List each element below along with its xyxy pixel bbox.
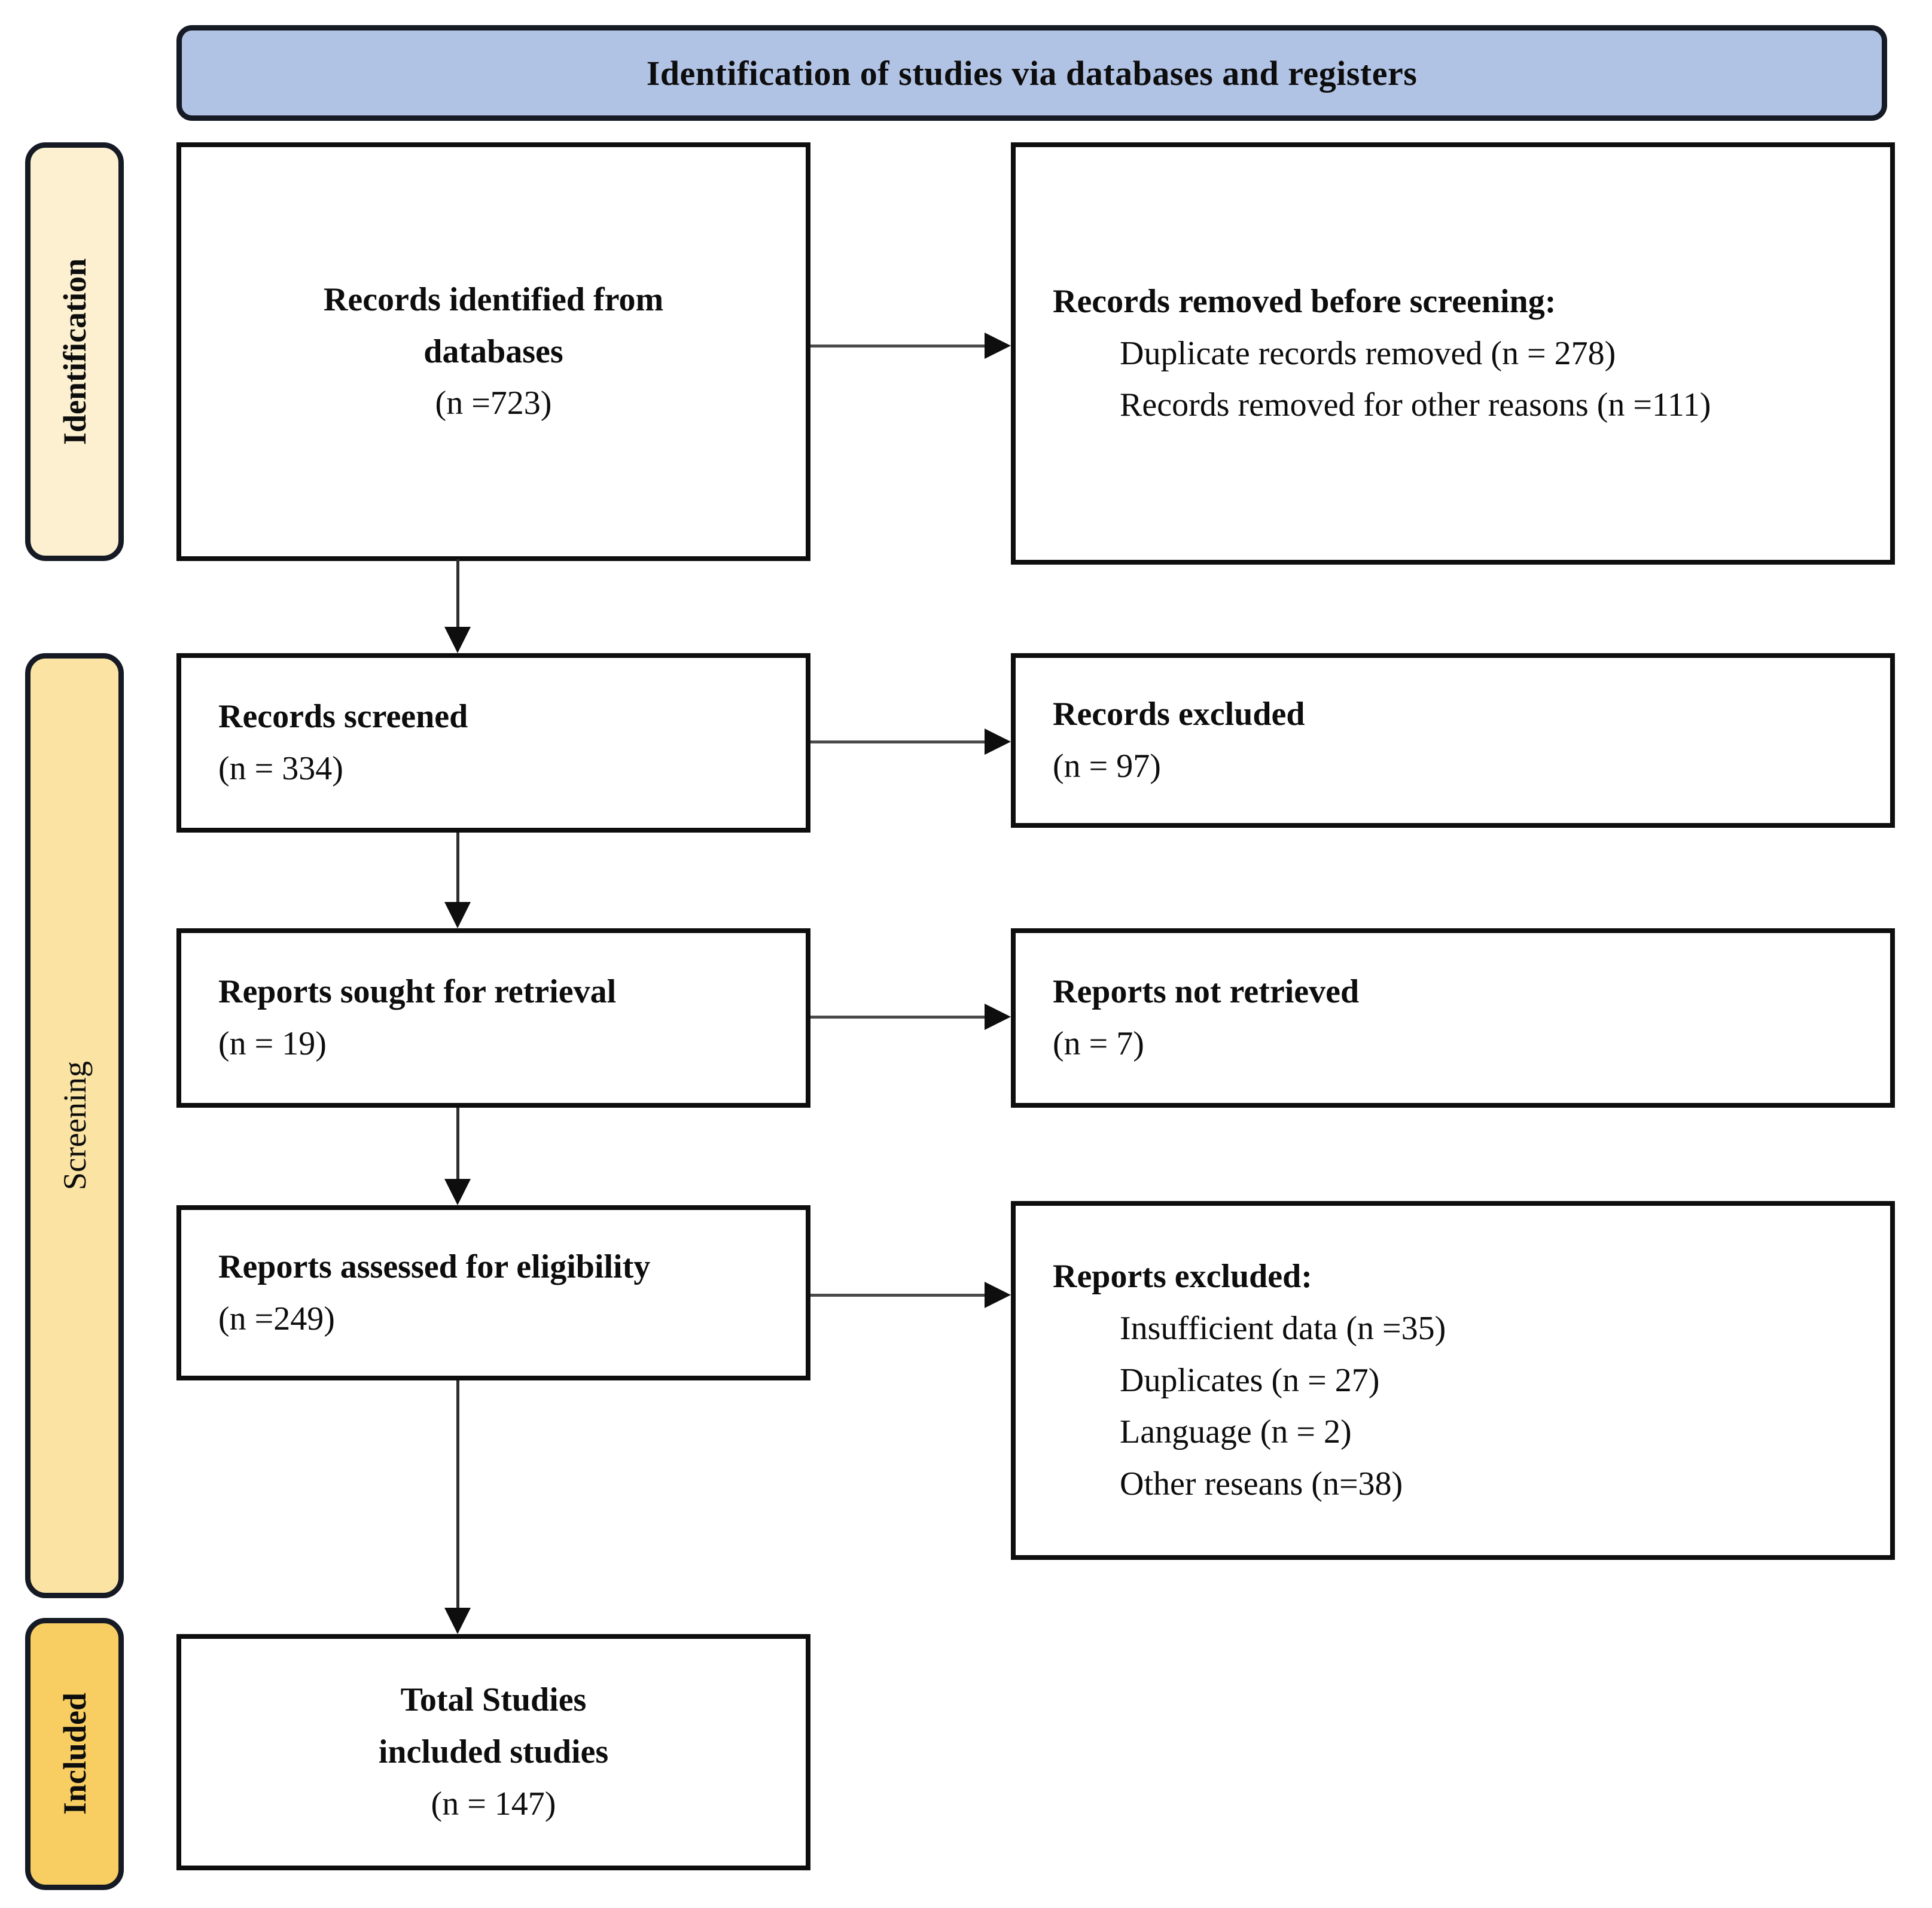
- arrow-sought-to-notretrieved: [810, 1004, 1011, 1030]
- box-total-included-count: (n = 147): [431, 1785, 556, 1822]
- box-reports-assessed: Reports assessed for eligibility (n =249…: [176, 1205, 810, 1380]
- box-total-included: Total Studies included studies (n = 147): [176, 1634, 810, 1870]
- box-records-excluded: Records excluded (n = 97): [1011, 653, 1895, 828]
- box-records-screened: Records screened (n = 334): [176, 653, 810, 833]
- box-reports-sought-title: Reports sought for retrieval: [218, 973, 617, 1011]
- box-records-identified-count: (n =723): [435, 385, 552, 422]
- arrow-identified-to-removed: [810, 333, 1011, 359]
- stage-label-included-text: Included: [56, 1693, 93, 1815]
- stage-label-identification: Identification: [25, 142, 124, 561]
- stage-label-screening: Screening: [25, 653, 124, 1598]
- arrow-assessed-to-included: [444, 1380, 471, 1634]
- box-reports-not-retrieved: Reports not retrieved (n = 7): [1011, 928, 1895, 1108]
- box-records-removed: Records removed before screening: Duplic…: [1011, 142, 1895, 565]
- box-records-identified: Records identified from databases (n =72…: [176, 142, 810, 561]
- box-reports-not-retrieved-count: (n = 7): [1053, 1025, 1144, 1062]
- arrow-screened-to-sought: [444, 833, 471, 928]
- box-records-excluded-count: (n = 97): [1053, 748, 1161, 785]
- arrow-sought-to-assessed: [444, 1108, 471, 1205]
- header-banner: Identification of studies via databases …: [176, 25, 1887, 121]
- box-reports-not-retrieved-title: Reports not retrieved: [1053, 973, 1360, 1011]
- box-reports-excluded-item: Duplicates (n = 27): [1120, 1361, 1380, 1399]
- box-reports-excluded-item: Language (n = 2): [1120, 1413, 1352, 1451]
- box-records-excluded-title: Records excluded: [1053, 696, 1305, 733]
- box-records-identified-title: Records identified from databases: [323, 281, 664, 370]
- box-records-removed-item: Duplicate records removed (n = 278): [1120, 334, 1616, 372]
- box-reports-excluded: Reports excluded: Insufficient data (n =…: [1011, 1201, 1895, 1560]
- box-reports-sought: Reports sought for retrieval (n = 19): [176, 928, 810, 1108]
- box-reports-sought-count: (n = 19): [218, 1025, 327, 1062]
- arrow-screened-to-excluded: [810, 729, 1011, 755]
- box-records-removed-item: Records removed for other reasons (n =11…: [1120, 386, 1711, 424]
- box-reports-excluded-item: Insufficient data (n =35): [1120, 1309, 1446, 1347]
- box-reports-excluded-item: Other reseans (n=38): [1120, 1465, 1403, 1503]
- box-records-screened-title: Records screened: [218, 698, 468, 736]
- diagram-title: Identification of studies via databases …: [646, 53, 1418, 93]
- box-records-screened-count: (n = 334): [218, 750, 343, 787]
- stage-label-identification-text: Identification: [56, 258, 93, 445]
- box-reports-assessed-count: (n =249): [218, 1300, 335, 1337]
- box-records-removed-title: Records removed before screening:: [1053, 282, 1556, 320]
- box-reports-excluded-title: Reports excluded:: [1053, 1258, 1312, 1295]
- box-total-included-title: Total Studies included studies: [378, 1681, 609, 1771]
- arrow-assessed-to-reportsexcluded: [810, 1282, 1011, 1308]
- box-reports-assessed-title: Reports assessed for eligibility: [218, 1248, 651, 1285]
- stage-label-screening-text: Screening: [56, 1061, 93, 1190]
- arrow-identified-to-screened: [444, 559, 471, 653]
- stage-label-included: Included: [25, 1618, 124, 1890]
